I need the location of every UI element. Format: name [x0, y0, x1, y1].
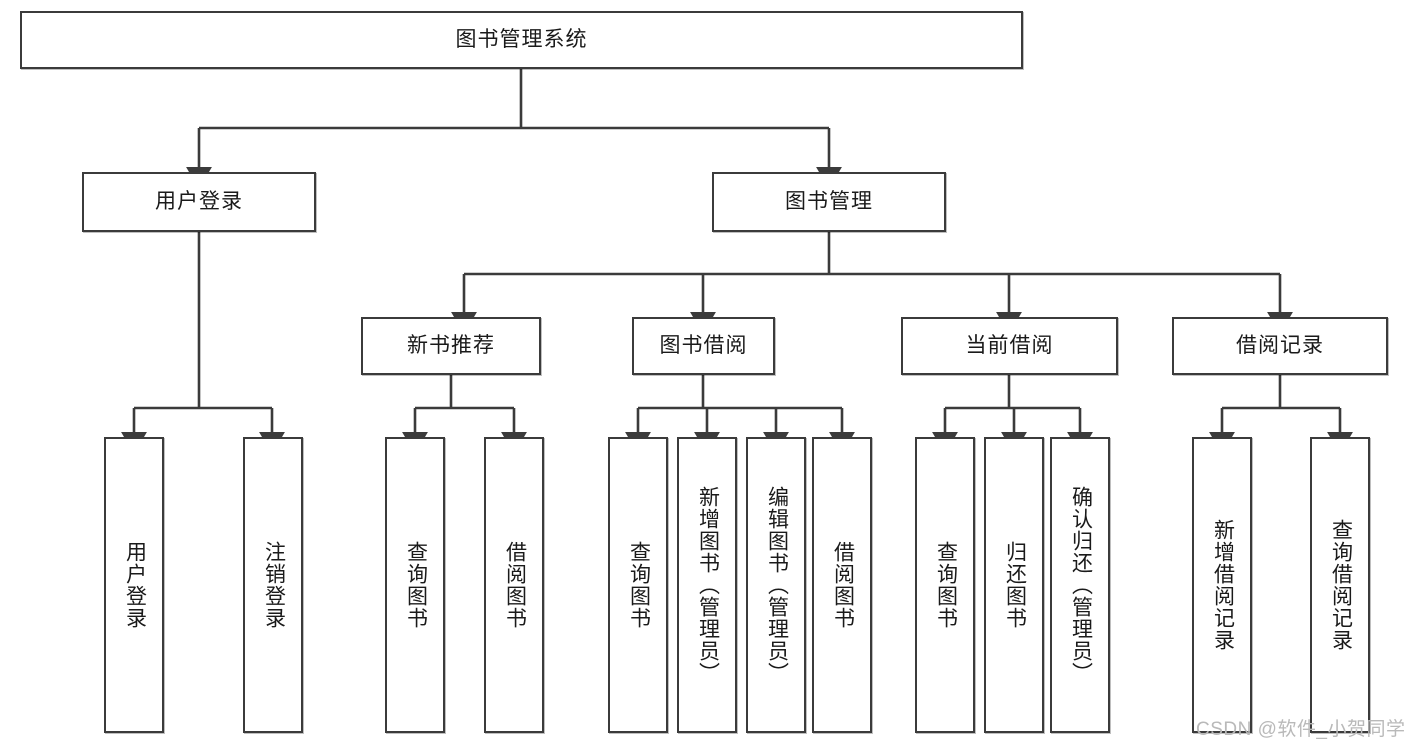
leaf-borrow-edit-book-label: 编辑图书（管理员） [765, 486, 789, 684]
leaf-record-query-label: 查询借阅记录 [1329, 519, 1353, 651]
leaf-logout-label: 注销登录 [262, 541, 286, 629]
leaf-new-book-query-label: 查询图书 [404, 541, 428, 629]
node-root[interactable]: 图书管理系统 [20, 11, 1023, 69]
leaf-user-login-label: 用户登录 [123, 541, 147, 629]
leaf-current-query-book-label: 查询图书 [934, 541, 958, 629]
node-book-borrow[interactable]: 图书借阅 [632, 317, 775, 375]
leaf-record-add[interactable]: 新增借阅记录 [1192, 437, 1252, 733]
leaf-borrow-query-book[interactable]: 查询图书 [608, 437, 668, 733]
node-user-login[interactable]: 用户登录 [82, 172, 316, 232]
leaf-borrow-borrow-book[interactable]: 借阅图书 [812, 437, 872, 733]
leaf-borrow-query-book-label: 查询图书 [627, 541, 651, 629]
leaf-borrow-add-book[interactable]: 新增图书（管理员） [677, 437, 737, 733]
node-book-management[interactable]: 图书管理 [712, 172, 946, 232]
node-borrow-record[interactable]: 借阅记录 [1172, 317, 1388, 375]
leaf-new-book-borrow-label: 借阅图书 [503, 541, 527, 629]
csdn-watermark: CSDN @软件_小贺同学 [1196, 719, 1405, 740]
node-borrow-record-label: 借阅记录 [1236, 334, 1324, 358]
leaf-current-confirm-return-label: 确认归还（管理员） [1069, 486, 1093, 684]
leaf-user-login[interactable]: 用户登录 [104, 437, 164, 733]
node-user-login-label: 用户登录 [155, 190, 243, 214]
leaf-current-query-book[interactable]: 查询图书 [915, 437, 975, 733]
leaf-new-book-borrow[interactable]: 借阅图书 [484, 437, 544, 733]
node-book-management-label: 图书管理 [785, 190, 873, 214]
leaf-record-query[interactable]: 查询借阅记录 [1310, 437, 1370, 733]
leaf-logout[interactable]: 注销登录 [243, 437, 303, 733]
leaf-new-book-query[interactable]: 查询图书 [385, 437, 445, 733]
leaf-borrow-add-book-label: 新增图书（管理员） [696, 486, 720, 684]
node-current-borrow[interactable]: 当前借阅 [901, 317, 1118, 375]
leaf-current-confirm-return[interactable]: 确认归还（管理员） [1050, 437, 1110, 733]
node-new-book-recommend[interactable]: 新书推荐 [361, 317, 541, 375]
node-current-borrow-label: 当前借阅 [965, 334, 1054, 358]
node-new-book-recommend-label: 新书推荐 [407, 334, 495, 358]
leaf-borrow-borrow-book-label: 借阅图书 [831, 541, 855, 629]
leaf-current-return-book[interactable]: 归还图书 [984, 437, 1044, 733]
leaf-record-add-label: 新增借阅记录 [1211, 519, 1235, 651]
node-root-label: 图书管理系统 [455, 28, 588, 52]
node-book-borrow-label: 图书借阅 [659, 334, 748, 358]
leaf-borrow-edit-book[interactable]: 编辑图书（管理员） [746, 437, 806, 733]
leaf-current-return-book-label: 归还图书 [1003, 541, 1027, 629]
